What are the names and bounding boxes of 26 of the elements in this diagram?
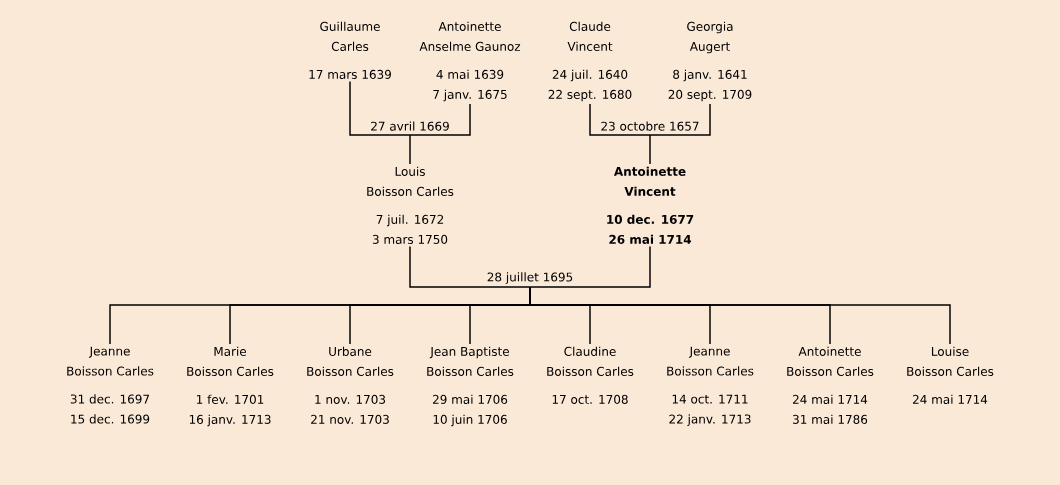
person-entry: Jean Baptiste Boisson Carles 29 mai 1706 10 juin 1706 [427, 346, 514, 427]
person-entry: Marie Boisson Carles 1 fev. 1701 16 janv. 1713 [187, 346, 274, 427]
connector-line [649, 103, 711, 136]
person-entry: Louis Boisson Carles 7 juil. 1672 3 mars 1750 [367, 166, 454, 244]
person-entry: Guillaume Carles 17 mars 1639 [309, 21, 391, 79]
connector-line [529, 286, 951, 345]
person-entry: Louise Boisson Carles 24 mai 1714 [907, 346, 994, 404]
connector-line [529, 245, 651, 288]
connector-line [649, 134, 651, 165]
person-entry: Antoinette Anselme Gaunoz 4 mai 1639 7 janv. 1675 [419, 21, 521, 102]
marriage-date: 27 avril 1669 [371, 121, 449, 131]
person-entry: Antoinette Vincent 10 dec. 1677 26 mai 1714 [607, 166, 694, 244]
person-entry: Jeanne Boisson Carles 14 oct. 1711 22 janv. 1713 [667, 346, 754, 426]
person-entry: Claude Vincent 24 juil. 1640 22 sept. 1680 [548, 21, 632, 102]
marriage-date: 23 octobre 1657 [601, 121, 699, 131]
connector-line [589, 103, 651, 136]
connector-line [349, 80, 411, 136]
connector-line [409, 134, 411, 165]
connector-line [409, 103, 471, 136]
person-entry: Georgia Augert 8 janv. 1641 20 sept. 1709 [668, 21, 752, 102]
marriage-date: 28 juillet 1695 [487, 272, 573, 284]
person-entry: Antoinette Boisson Carles 24 mai 1714 31 mai 1786 [787, 346, 874, 424]
person-entry: Claudine Boisson Carles 17 oct. 1708 [547, 346, 634, 404]
connector-line [409, 245, 531, 288]
person-entry: Jeanne Boisson Carles 31 dec. 1697 15 dec. 1699 [67, 346, 154, 424]
person-entry: Urbane Boisson Carles 1 nov. 1703 21 nov. 1703 [307, 346, 394, 424]
